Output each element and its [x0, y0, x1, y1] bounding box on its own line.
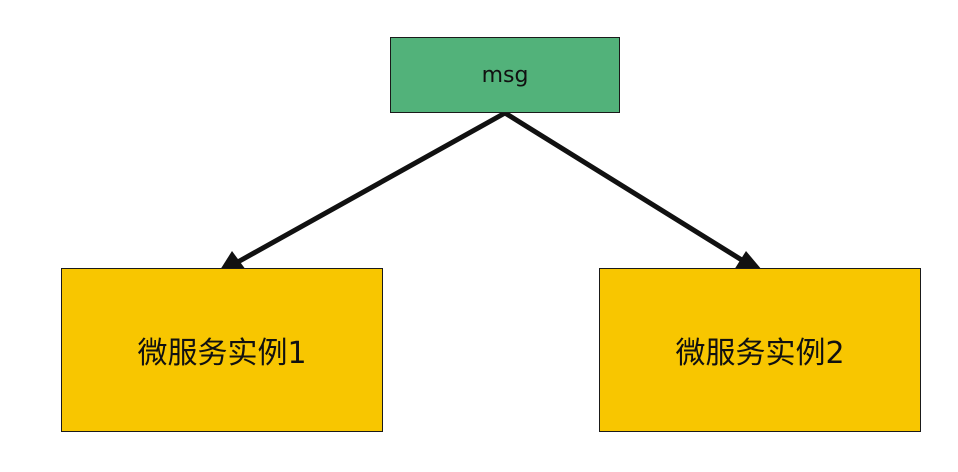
edge-msg-to-instance-2 [502, 110, 748, 265]
edge-msg-to-instance-1 [233, 110, 508, 266]
arrowhead-instance-2 [734, 251, 762, 270]
microservice-instance-2-label: 微服务实例2 [675, 336, 845, 371]
msg-node: msg [390, 37, 620, 113]
microservice-instance-1-label: 微服务实例1 [137, 336, 307, 371]
msg-node-label: msg [481, 62, 529, 88]
arrowhead-instance-1 [220, 251, 246, 270]
microservice-instance-2-node: 微服务实例2 [599, 268, 921, 432]
microservice-instance-1-node: 微服务实例1 [61, 268, 383, 432]
